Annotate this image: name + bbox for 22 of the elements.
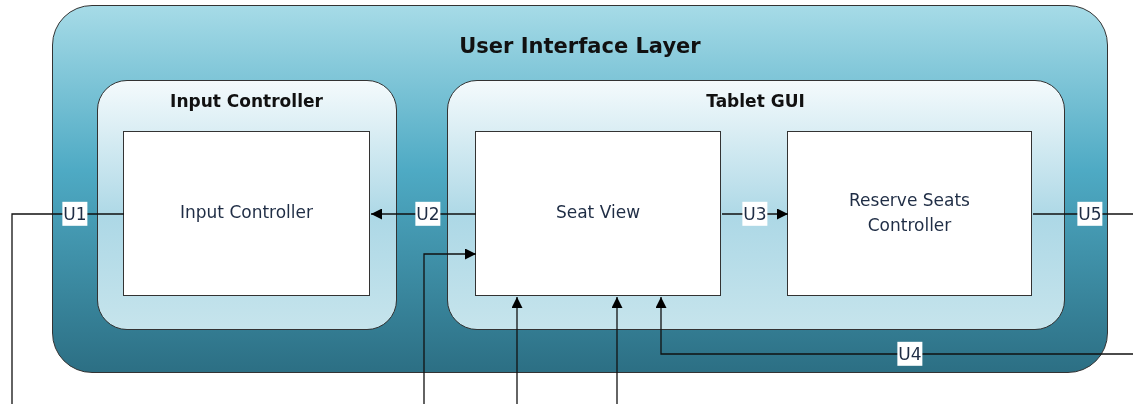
group-panel bbox=[96, 79, 397, 330]
connector-line bbox=[11, 213, 125, 404]
edge-label: U5 bbox=[1077, 201, 1103, 227]
layer-panel bbox=[52, 5, 1108, 373]
component-label: Reserve Seats Controller bbox=[848, 188, 971, 237]
connector-arrow bbox=[611, 296, 623, 404]
connector-arrow bbox=[655, 296, 1133, 355]
component-label: Input Controller bbox=[179, 201, 313, 225]
edge-label: U3 bbox=[742, 201, 768, 227]
panel-title: Input Controller bbox=[170, 90, 323, 111]
component-label: Seat View bbox=[555, 201, 641, 225]
component-box bbox=[123, 131, 370, 296]
connector-arrow bbox=[423, 248, 477, 404]
edge-label: U4 bbox=[897, 341, 923, 367]
edge-label: U1 bbox=[62, 201, 88, 227]
connector-arrow bbox=[511, 296, 523, 404]
panel-title: Tablet GUI bbox=[706, 90, 805, 111]
edge-label: U2 bbox=[415, 201, 441, 227]
component-box bbox=[787, 131, 1032, 296]
group-panel bbox=[446, 79, 1065, 330]
component-box bbox=[475, 131, 721, 296]
panel-title: User Interface Layer bbox=[459, 34, 701, 58]
